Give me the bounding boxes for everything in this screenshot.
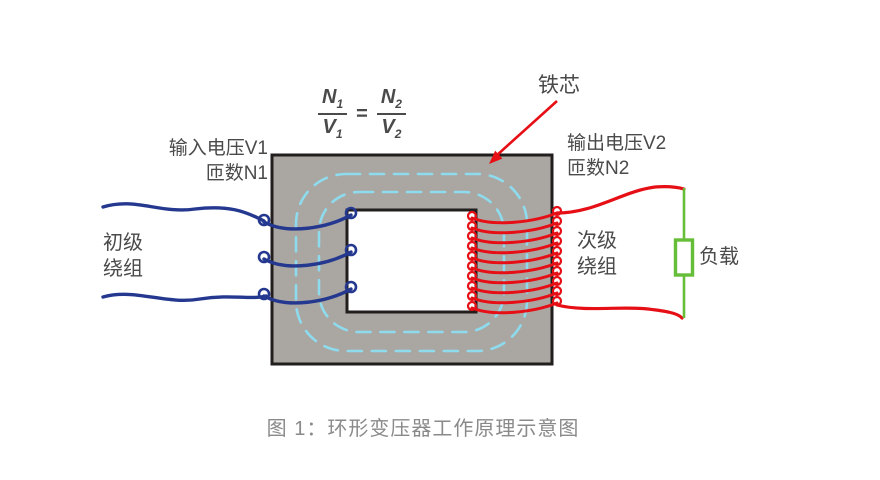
- flux-line-outer: [294, 172, 529, 353]
- load-label: 负载: [699, 246, 739, 268]
- input-voltage-label: 输入电压V1 匝数N1: [168, 138, 268, 185]
- formula-equals: =: [356, 103, 368, 126]
- load-circuit: [673, 188, 695, 318]
- output-voltage-label: 输出电压V2 匝数N2: [567, 133, 667, 180]
- secondary-lead-top: [555, 185, 686, 215]
- secondary-coil: [466, 205, 563, 315]
- secondary-lead-bottom: [555, 303, 684, 320]
- formula-lhs: N1 V1: [318, 86, 348, 142]
- primary-winding-label: 初级 绕组: [103, 232, 143, 281]
- turns-voltage-formula: N1 V1 = N2 V2: [318, 86, 406, 142]
- core-arrow-icon: [489, 100, 558, 164]
- core-window: [345, 208, 478, 314]
- primary-coil: [257, 206, 358, 305]
- core-label: 铁芯: [538, 74, 580, 97]
- primary-lead-top: [101, 202, 266, 223]
- primary-lead-bottom: [101, 292, 268, 302]
- secondary-winding-label: 次级 绕组: [577, 230, 617, 279]
- formula-rhs: N2 V2: [376, 86, 406, 142]
- load-resistor: [673, 238, 695, 277]
- figure-caption: 图 1：环形变压器工作原理示意图: [266, 418, 580, 440]
